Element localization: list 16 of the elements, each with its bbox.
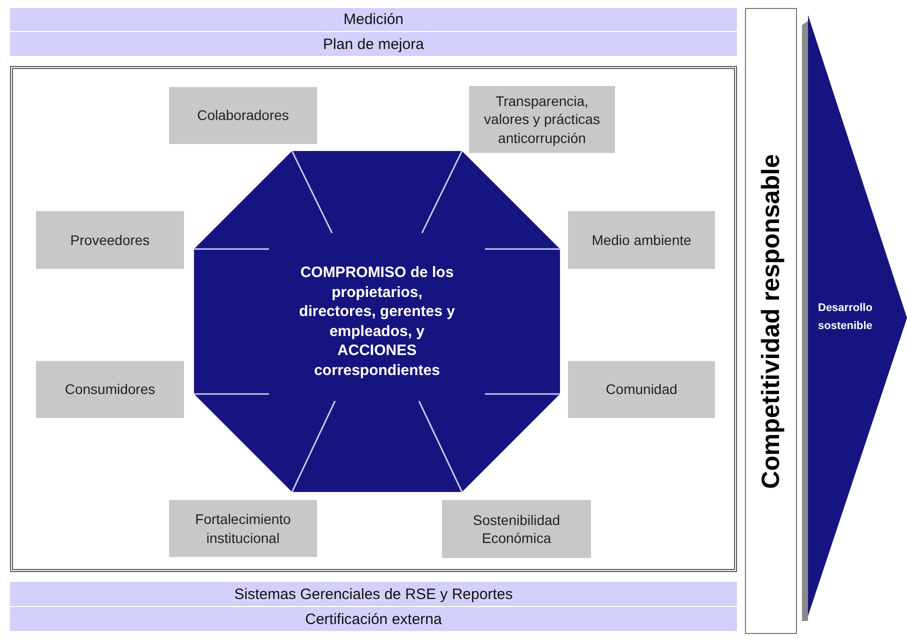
header-band: Medición [10,8,737,31]
frame-box [10,66,737,572]
topic-box: Colaboradores [169,87,317,144]
topic-box: Transparencia, valores y prácticas anticorrupción [469,86,615,153]
topic-box: Fortalecimiento institucional [169,500,317,557]
topic-box: Sostenibilidad Económica [442,500,591,558]
topic-box: Consumidores [36,361,184,418]
topic-box: Medio ambiente [568,211,715,269]
header-band: Sistemas Gerenciales de RSE y Reportes [10,582,737,606]
topic-box: Proveedores [36,211,184,269]
header-band: Plan de mejora [10,32,737,56]
commitment-text: COMPROMISO de los propietarios, directores, gerentes y empleados, y ACCIONES correspondientes [298,263,456,380]
arrow-text: Desarrollo sostenible [818,301,874,334]
topic-box: Comunidad [568,361,715,418]
vertical-box: Competitividad responsable [745,8,797,634]
header-band: Certificación externa [10,607,737,631]
